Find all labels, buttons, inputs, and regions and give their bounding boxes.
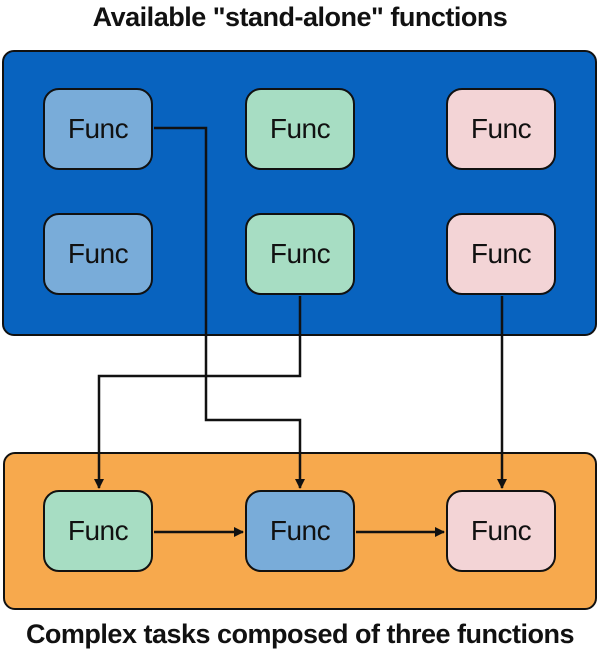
func-box-top-blue: Func: [43, 88, 153, 170]
bottom-title: Complex tasks composed of three function…: [25, 619, 575, 649]
func-box-top-green: Func: [245, 88, 355, 170]
func-box-composed-blue: Func: [245, 490, 355, 572]
func-box-middle-blue: Func: [43, 213, 153, 295]
func-box-middle-green: Func: [245, 213, 355, 295]
func-box-middle-pink: Func: [446, 213, 556, 295]
func-box-composed-green: Func: [43, 490, 153, 572]
top-title: Available "stand-alone" functions: [92, 2, 508, 32]
func-box-composed-pink: Func: [446, 490, 556, 572]
func-box-top-pink: Func: [446, 88, 556, 170]
